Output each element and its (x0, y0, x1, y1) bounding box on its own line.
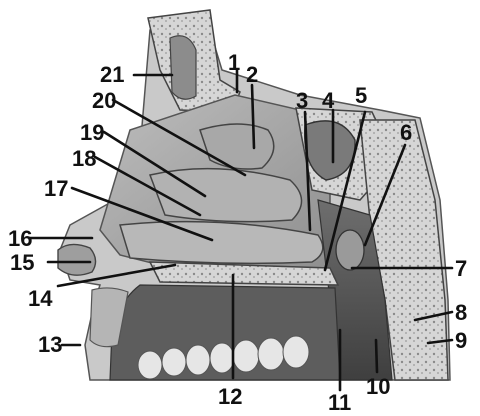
label-10: 10 (366, 374, 390, 399)
label-9: 9 (455, 328, 467, 353)
label-6: 6 (400, 120, 412, 145)
label-13: 13 (38, 332, 62, 357)
label-7: 7 (455, 256, 467, 281)
label-8: 8 (455, 300, 467, 325)
label-2: 2 (246, 62, 258, 87)
frontal-sinus (170, 36, 196, 99)
label-1: 1 (228, 50, 240, 75)
nostril (58, 244, 96, 275)
label-11: 11 (328, 390, 351, 415)
label-3: 3 (296, 88, 308, 113)
label-14: 14 (28, 286, 53, 311)
label-18: 18 (72, 146, 96, 171)
label-4: 4 (322, 88, 335, 113)
label-17: 17 (44, 176, 68, 201)
label-12: 12 (218, 384, 242, 409)
label-5: 5 (355, 83, 367, 108)
label-21: 21 (100, 62, 124, 87)
label-16: 16 (8, 226, 32, 251)
label-19: 19 (80, 120, 104, 145)
label-15: 15 (10, 250, 34, 275)
label-20: 20 (92, 88, 116, 113)
auditory-tube-opening (336, 230, 364, 270)
